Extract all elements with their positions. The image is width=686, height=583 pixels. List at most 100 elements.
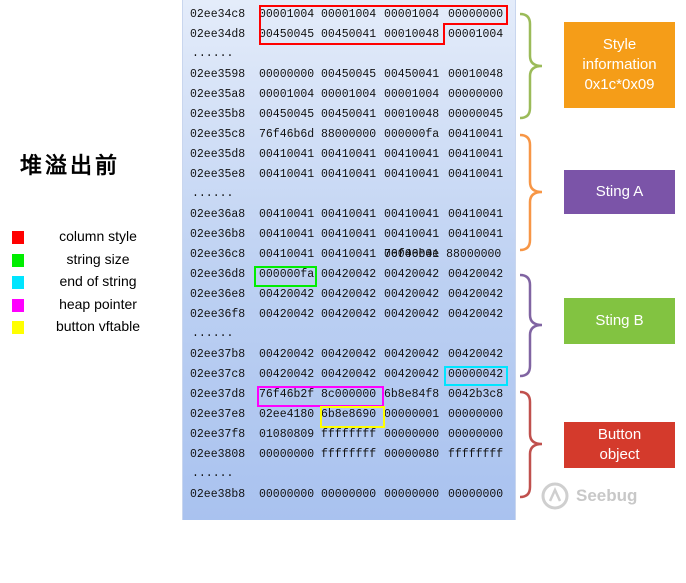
legend-swatch-magenta	[12, 298, 24, 312]
memory-word: 6b8e8690	[321, 408, 377, 421]
memory-row: 02ee36e8 00420042 00420042 00420042 0042…	[190, 287, 503, 303]
memory-word: 00410041	[448, 168, 504, 181]
memory-word: 00000000	[384, 428, 440, 441]
memory-word: 00410041	[448, 148, 504, 161]
memory-word: 00010048	[384, 108, 440, 121]
memory-word-part: 88000000	[446, 248, 502, 261]
watermark: Seebug	[540, 478, 680, 514]
memory-word: 00410041	[259, 248, 315, 261]
memory-word: 00410041	[259, 168, 315, 181]
group-style-information: Style information 0x1c*0x09	[564, 22, 675, 108]
memory-row: 02ee35c8 76f46b6d 88000000 000000fa 0041…	[190, 127, 503, 143]
memory-word: 00450041	[321, 108, 377, 121]
legend-swatch-green	[12, 253, 24, 267]
memory-address: 02ee34d8	[190, 28, 246, 41]
string-size-highlight	[254, 266, 317, 287]
memory-row: 02ee34d8 00450045 00450041 00010048 0000…	[190, 27, 503, 43]
legend-swatch-yellow	[12, 321, 24, 334]
memory-word: 00010048	[448, 68, 504, 81]
memory-row: 02ee38b8 00000000 00000000 00000000 0000…	[190, 487, 503, 503]
memory-row: 02ee37f8 01080809 ffffffff 00000000 0000…	[190, 427, 503, 443]
legend-label: column style	[59, 228, 137, 244]
legend-swatch-cyan	[12, 276, 24, 289]
column-style-highlight	[259, 23, 445, 45]
memory-word: 000000fa	[259, 268, 315, 281]
memory-word: 76f46b6d	[259, 128, 315, 141]
memory-word: 00420042	[259, 308, 315, 321]
column-style-highlight	[443, 23, 508, 25]
memory-word: 00450045	[259, 108, 315, 121]
memory-word: 00001004	[448, 28, 504, 41]
memory-word: 00000000	[259, 488, 315, 501]
brace-button-object	[519, 390, 543, 499]
memory-word: 00420042	[321, 268, 377, 281]
brace-style-information	[519, 12, 543, 120]
ellipsis: ......	[192, 327, 234, 340]
memory-row: 02ee36a8 00410041 00410041 00410041 0041…	[190, 207, 503, 223]
memory-word: 00420042	[384, 368, 440, 381]
memory-word: 00000000	[448, 8, 504, 21]
memory-word: 00410041	[384, 148, 440, 161]
memory-row: 02ee36c8 00410041 00410041 00000041 76f4…	[190, 247, 501, 263]
ellipsis: ......	[192, 47, 234, 60]
memory-address: 02ee35c8	[190, 128, 246, 141]
memory-address: 02ee36b8	[190, 228, 246, 241]
memory-word: 00001004	[259, 8, 315, 21]
memory-address: 02ee36e8	[190, 288, 246, 301]
memory-word: 00000000	[448, 88, 504, 101]
legend-label: string size	[66, 250, 130, 267]
memory-address: 02ee36a8	[190, 208, 246, 221]
memory-word: 00420042	[259, 368, 315, 381]
column-style-highlight	[259, 5, 508, 25]
memory-word: 00420042	[384, 268, 440, 281]
memory-address: 02ee35a8	[190, 88, 246, 101]
memory-row: 02ee37b8 00420042 00420042 00420042 0042…	[190, 347, 503, 363]
legend-label: end of string	[59, 273, 137, 289]
memory-word: 00410041	[321, 248, 377, 261]
watermark-text: Seebug	[576, 486, 638, 505]
memory-word: 00410041	[321, 168, 377, 181]
memory-word: 00000045	[448, 108, 504, 121]
memory-address: 02ee37b8	[190, 348, 246, 361]
memory-address: 02ee37c8	[190, 368, 246, 381]
memory-row: 02ee3808 00000000 ffffffff 00000080 ffff…	[190, 447, 503, 463]
memory-word: 00410041	[321, 148, 377, 161]
memory-address: 02ee3808	[190, 448, 246, 461]
memory-word: 00410041	[448, 128, 504, 141]
group-label: Button object	[597, 426, 642, 463]
memory-word: 00410041	[384, 208, 440, 221]
memory-word: 00420042	[321, 308, 377, 321]
memory-address: 02ee3598	[190, 68, 246, 81]
memory-address: 02ee34c8	[190, 8, 246, 21]
ellipsis: ......	[192, 187, 234, 200]
memory-word: 00420042	[448, 268, 504, 281]
memory-word: 00000042	[448, 368, 504, 381]
memory-word: 00000000	[448, 488, 504, 501]
group-string-b: Sting B	[564, 298, 675, 344]
memory-word: 00420042	[448, 308, 504, 321]
memory-word: 00000080	[384, 448, 440, 461]
memory-address: 02ee38b8	[190, 488, 246, 501]
memory-word: 00420042	[448, 348, 504, 361]
legend-label: button vftable	[55, 318, 141, 334]
memory-word: 00000000	[448, 428, 504, 441]
memory-word: 00420042	[448, 288, 504, 301]
memory-row: 02ee3598 00000000 00450045 00450041 0001…	[190, 67, 503, 83]
brace-string-b	[519, 273, 543, 378]
legend-label: heap pointer	[59, 295, 137, 312]
memory-word: 8c000000	[321, 388, 377, 401]
memory-word: 00410041	[259, 148, 315, 161]
memory-dump-panel	[182, 0, 516, 520]
memory-word: 00000000	[259, 68, 315, 81]
memory-word: 00410041	[448, 208, 504, 221]
memory-word: 00450045	[321, 68, 377, 81]
group-string-a: Sting A	[564, 170, 675, 214]
memory-word-part: 76f46b0e	[384, 248, 440, 261]
memory-row: 02ee37c8 00420042 00420042 00420042 0000…	[190, 367, 503, 383]
end-of-string-highlight	[444, 366, 508, 386]
memory-word: ffffffff	[321, 428, 377, 441]
group-label: Sting A	[595, 183, 644, 200]
memory-word: 00420042	[384, 308, 440, 321]
group-label: Sting B	[595, 312, 644, 329]
memory-word: 00410041	[384, 228, 440, 241]
